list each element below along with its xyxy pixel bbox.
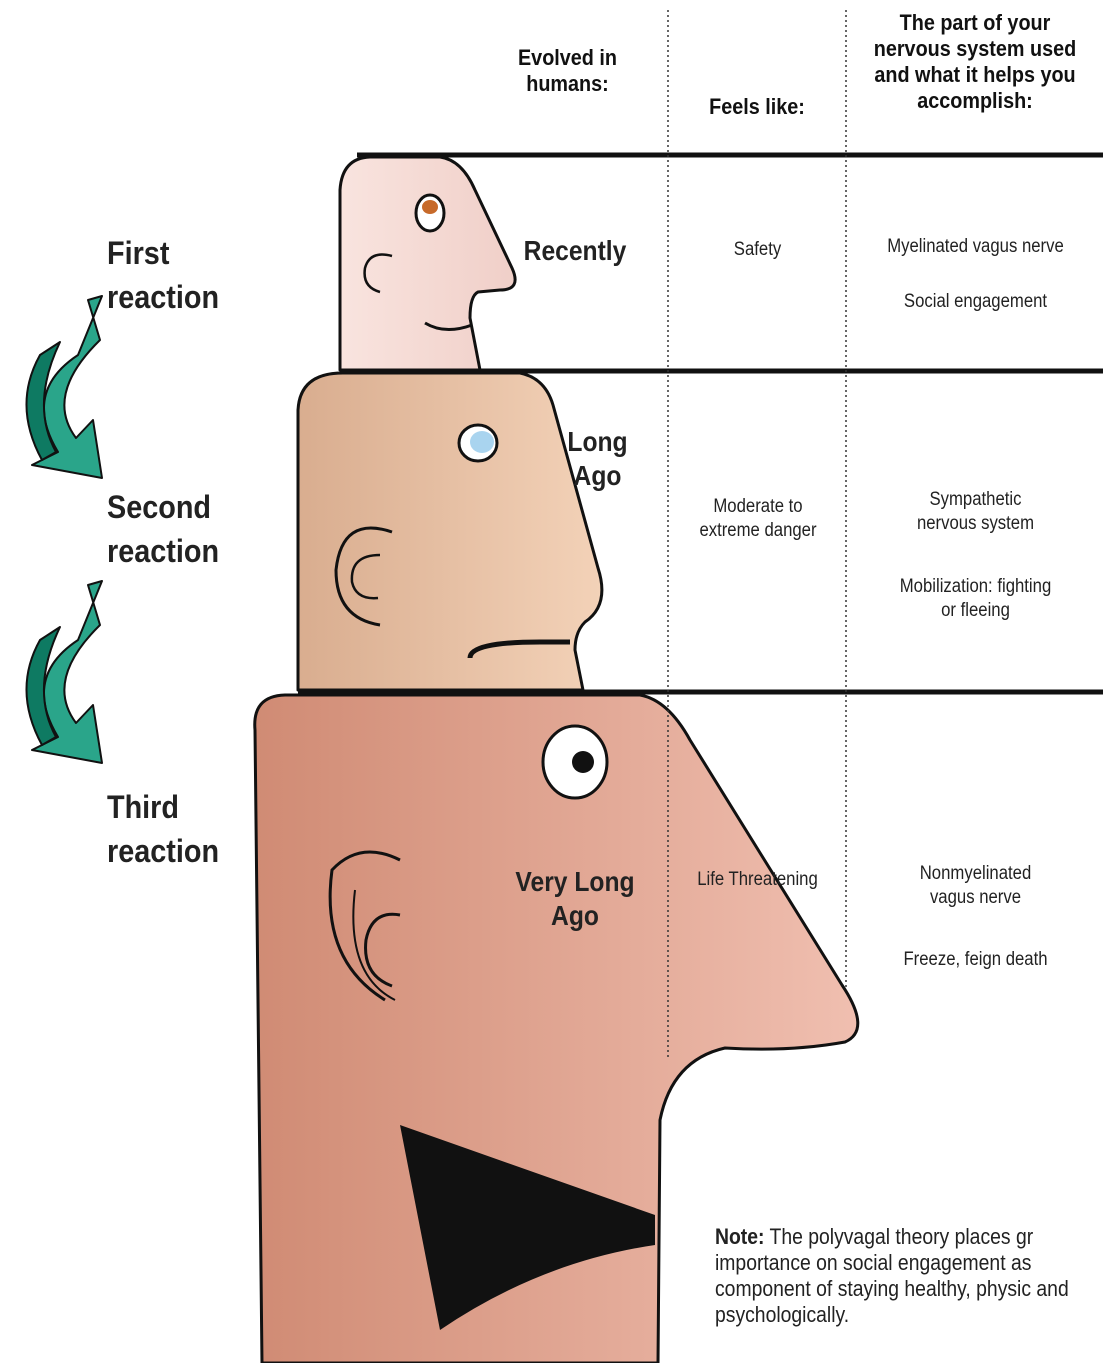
medium-head <box>298 373 602 690</box>
system-row-2: Sympathetic nervous system <box>863 488 1087 536</box>
arrow-first-to-second <box>26 296 102 478</box>
note-text: The polyvagal theory places gr importanc… <box>715 1224 1069 1327</box>
evolved-row-2: Long Ago <box>565 425 631 493</box>
reaction-second: Second reaction <box>107 485 219 573</box>
evolved-row-1: Recently <box>518 234 632 268</box>
purpose-row-3: Freeze, feign death <box>863 948 1087 972</box>
note-label: Note: <box>715 1224 764 1249</box>
feels-row-2: Moderate to extreme danger <box>683 495 833 543</box>
reaction-first: First reaction <box>107 231 219 319</box>
reaction-third: Third reaction <box>107 785 219 873</box>
purpose-row-2: Mobilization: fighting or fleeing <box>863 575 1087 623</box>
feels-row-3: Life Threatening <box>676 868 839 892</box>
small-head <box>340 157 515 370</box>
header-evolved: Evolved in humans: <box>516 45 620 97</box>
system-row-1: Myelinated vagus nerve <box>863 235 1087 259</box>
arrow-second-to-third <box>26 581 102 763</box>
header-system: The part of your nervous system used and… <box>863 10 1088 114</box>
purpose-row-1: Social engagement <box>863 290 1087 314</box>
note-paragraph: Note: The polyvagal theory places gr imp… <box>715 1224 1093 1354</box>
header-feels: Feels like: <box>681 94 834 120</box>
system-row-3: Nonmyelinated vagus nerve <box>863 862 1087 910</box>
feels-row-1: Safety <box>698 238 817 262</box>
evolved-row-3: Very Long Ago <box>496 865 654 933</box>
